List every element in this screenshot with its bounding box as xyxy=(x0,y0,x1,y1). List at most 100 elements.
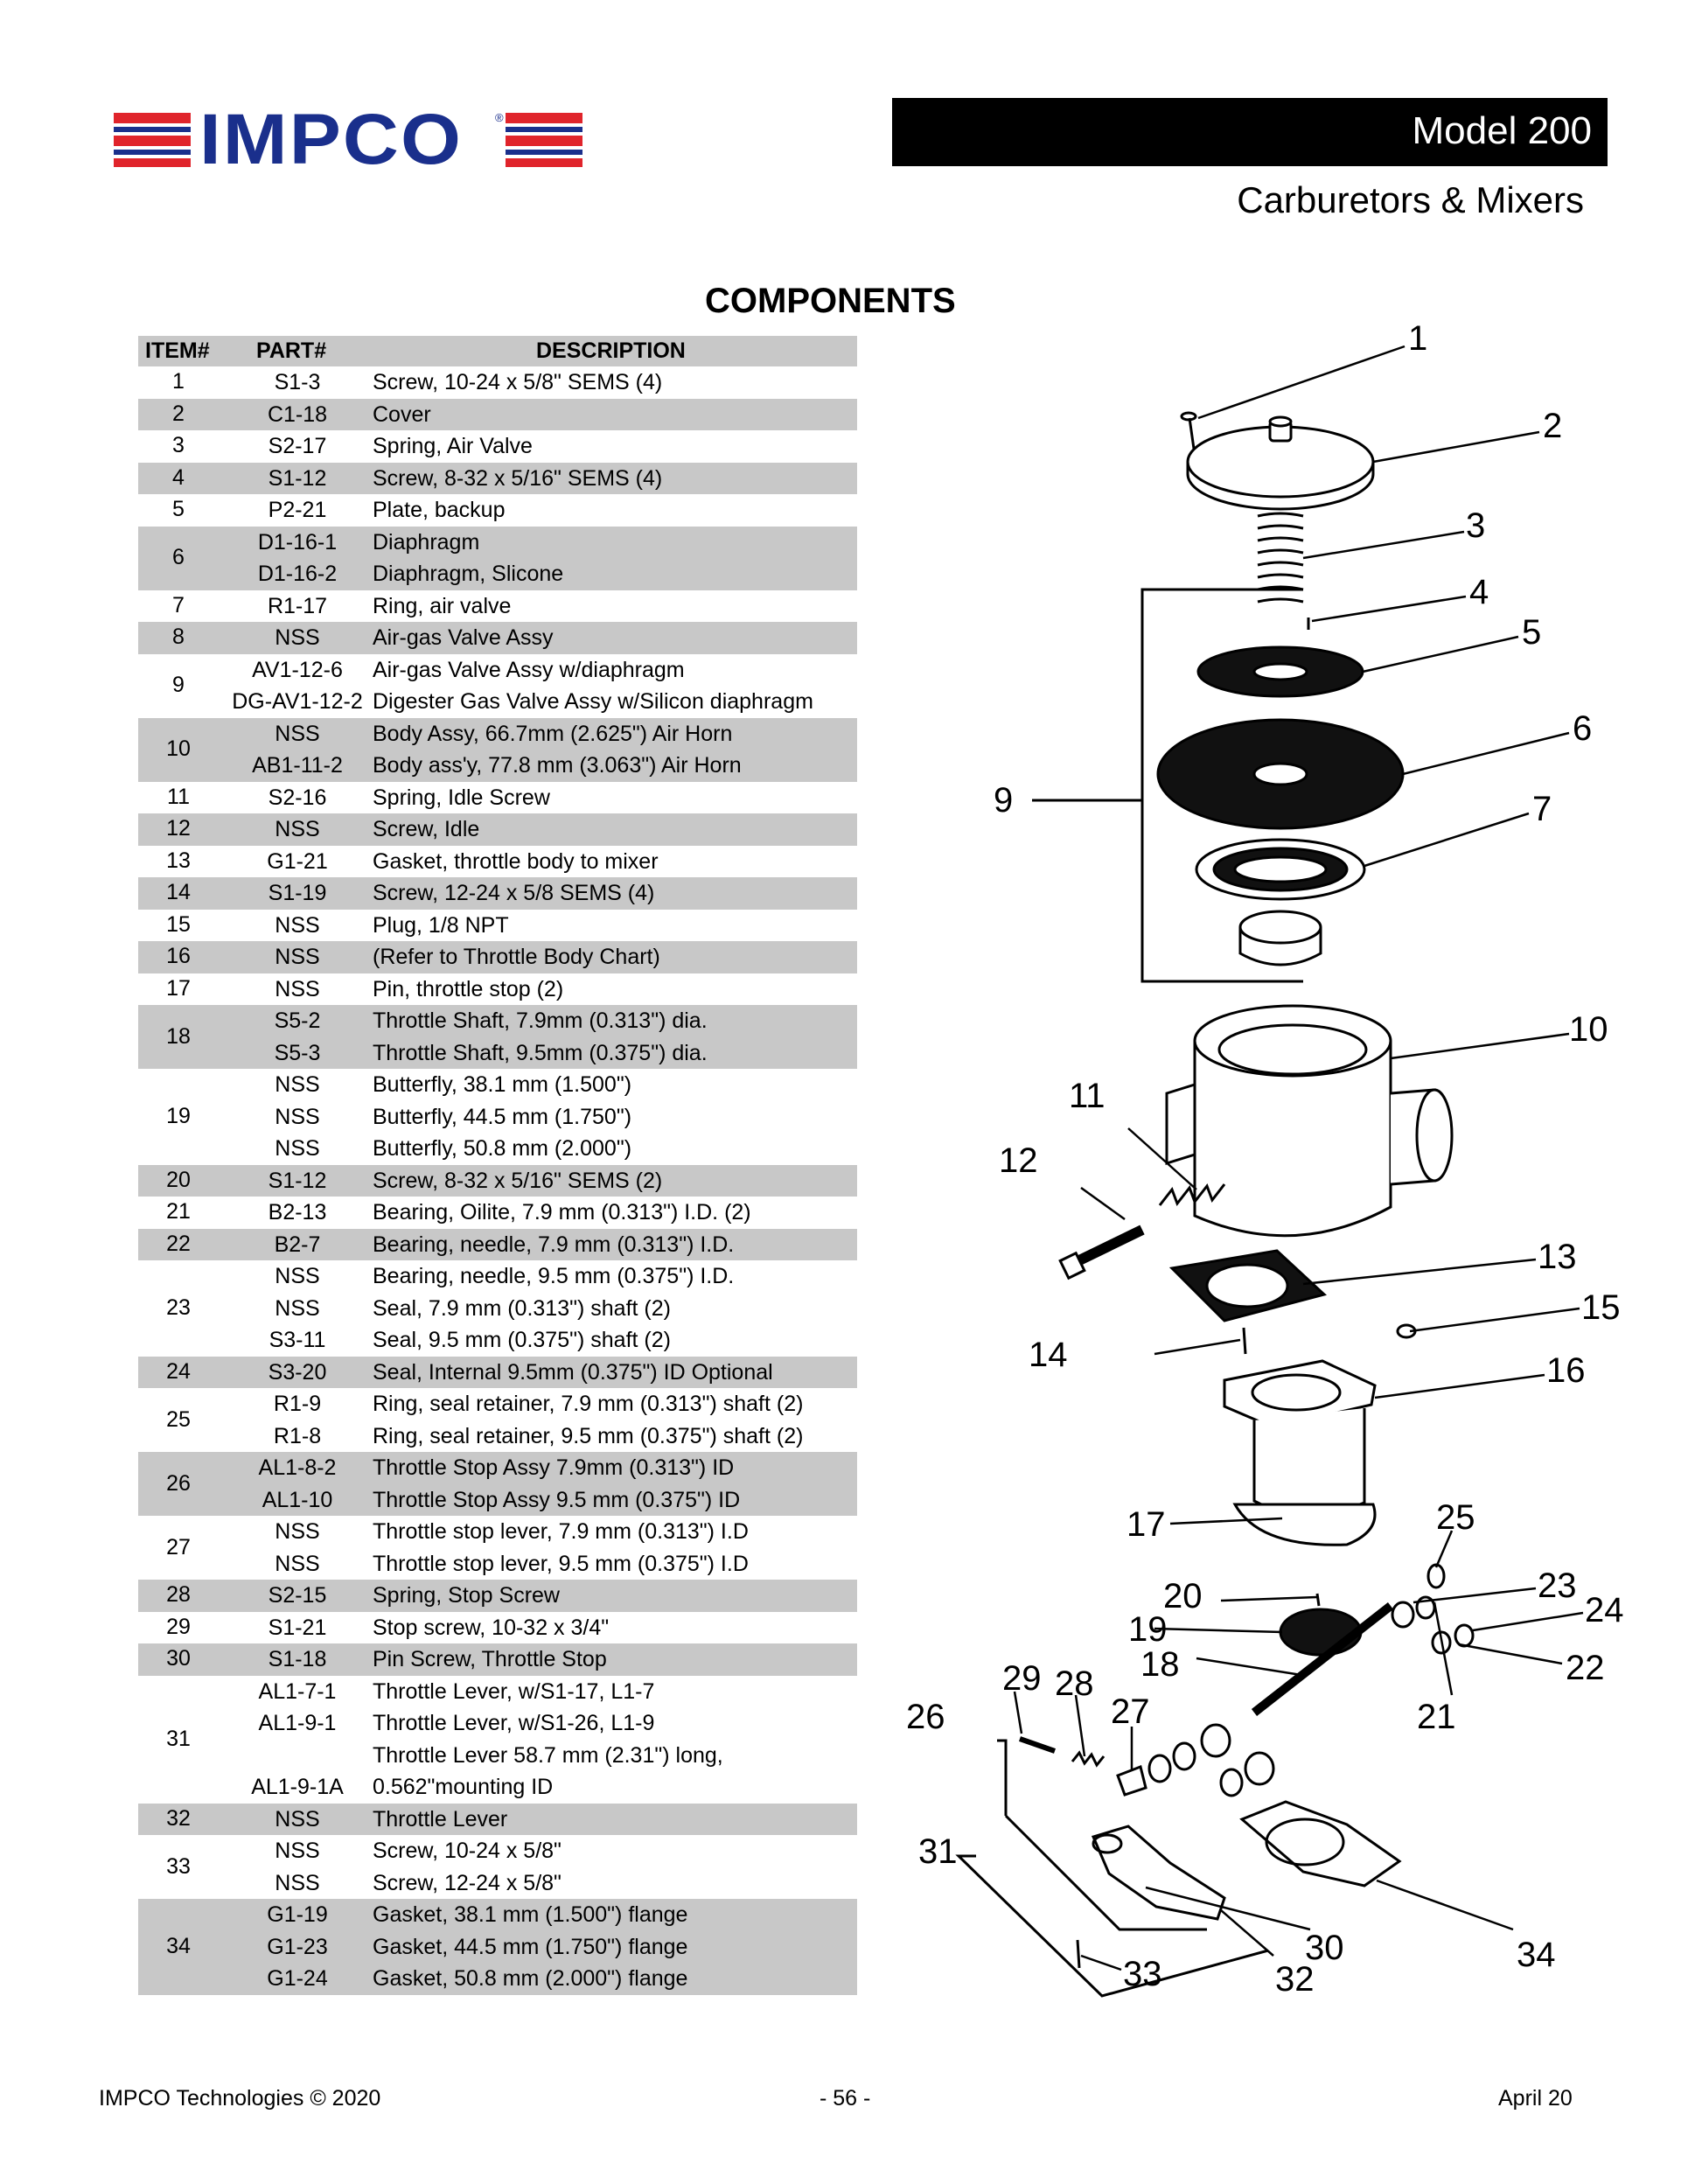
part-number: NSS xyxy=(275,1104,320,1129)
part-number: S3-20 xyxy=(268,1359,327,1385)
part-description: Butterfly, 38.1 mm (1.500") xyxy=(373,1072,632,1097)
part-description: Body ass'y, 77.8 mm (3.063") Air Horn xyxy=(373,753,742,778)
callout-7: 7 xyxy=(1532,790,1552,828)
callout-14: 14 xyxy=(1029,1336,1068,1374)
callout-6: 6 xyxy=(1573,709,1592,748)
part-number: R1-9 xyxy=(273,1392,322,1416)
part-description: Bearing, Oilite, 7.9 mm (0.313") I.D. (2… xyxy=(373,1200,751,1225)
part-number: S1-18 xyxy=(268,1647,327,1671)
part-description: Throttle Stop Assy 7.9mm (0.313") ID xyxy=(373,1455,735,1480)
part-description: Pin, throttle stop (2) xyxy=(373,976,564,1001)
part-description: Throttle Stop Assy 9.5 mm (0.375") ID xyxy=(373,1487,741,1512)
item-number: 31 xyxy=(166,1726,191,1751)
part-description: Throttle Lever, w/S1-26, L1-9 xyxy=(373,1711,655,1735)
part-number: NSS xyxy=(275,912,320,938)
part-description: Throttle Shaft, 9.5mm (0.375") dia. xyxy=(373,1040,708,1065)
callout-21: 21 xyxy=(1417,1698,1456,1736)
part-number: AL1-7-1 xyxy=(258,1678,337,1704)
part-number: S2-15 xyxy=(268,1583,327,1608)
part-description: Throttle stop lever, 7.9 mm (0.313") I.D xyxy=(373,1519,749,1544)
callout-18: 18 xyxy=(1140,1645,1180,1684)
callout-22: 22 xyxy=(1566,1649,1605,1687)
part-number: NSS xyxy=(275,1295,320,1321)
item-number: 3 xyxy=(172,433,185,458)
item-number: 5 xyxy=(172,497,185,522)
callout-30: 30 xyxy=(1305,1929,1344,1967)
item-number: 1 xyxy=(172,369,185,394)
part-number: NSS xyxy=(275,625,320,650)
item-number: 8 xyxy=(172,624,185,650)
callout-28: 28 xyxy=(1055,1664,1094,1703)
part-description: Butterfly, 50.8 mm (2.000") xyxy=(373,1136,632,1161)
item-number: 23 xyxy=(166,1294,191,1320)
part-description: Bearing, needle, 9.5 mm (0.375") I.D. xyxy=(373,1264,735,1288)
page-subtitle: Carburetors & Mixers xyxy=(1237,179,1584,220)
item-number: 11 xyxy=(167,784,190,809)
item-number: 12 xyxy=(166,816,191,841)
part-description: Seal, 9.5 mm (0.375") shaft (2) xyxy=(373,1328,671,1352)
callout-33: 33 xyxy=(1123,1955,1162,1993)
part-description: Throttle Lever 58.7 mm (2.31") long, xyxy=(373,1742,723,1768)
model-title: Model 200 xyxy=(1412,109,1592,152)
part-number: R1-8 xyxy=(273,1423,322,1448)
item-number: 24 xyxy=(166,1358,191,1384)
part-idle-screw xyxy=(1058,1225,1145,1280)
table-row: Throttle Lever 58.7 mm (2.31") long, xyxy=(138,1740,857,1772)
exploded-parts-diagram: 1 2 3 4 5 6 7 9 10 11 12 13 14 15 16 17 … xyxy=(906,324,1624,1999)
part-description: Screw, 10-24 x 5/8" xyxy=(373,1839,562,1863)
part-description: Bearing, needle, 7.9 mm (0.313") I.D. xyxy=(373,1232,735,1257)
part-description: Digester Gas Valve Assy w/Silicon diaphr… xyxy=(373,689,813,714)
callout-10: 10 xyxy=(1569,1010,1608,1049)
part-gasket-13 xyxy=(1168,1249,1328,1322)
table-row: S3-20 Seal, Internal 9.5mm (0.375") ID Op… xyxy=(138,1357,857,1389)
part-description: Seal, Internal 9.5mm (0.375") ID Optiona… xyxy=(373,1359,773,1385)
callout-34: 34 xyxy=(1517,1936,1556,1974)
item-number: 27 xyxy=(166,1534,191,1560)
item-number: 32 xyxy=(166,1805,191,1831)
item-number: 33 xyxy=(166,1853,191,1879)
part-number: NSS xyxy=(275,817,320,841)
part-description: Ring, seal retainer, 9.5 mm (0.375") sha… xyxy=(373,1423,804,1448)
item-number: 2 xyxy=(172,401,185,426)
part-description: Screw, 8-32 x 5/16" SEMS (4) xyxy=(373,465,663,491)
part-number: NSS xyxy=(275,1806,320,1832)
item-number: 19 xyxy=(166,1103,191,1128)
item-number: 18 xyxy=(166,1023,191,1049)
part-number: NSS xyxy=(275,721,320,746)
callout-19: 19 xyxy=(1128,1610,1168,1649)
part-throttle-lever xyxy=(1091,1825,1226,1921)
